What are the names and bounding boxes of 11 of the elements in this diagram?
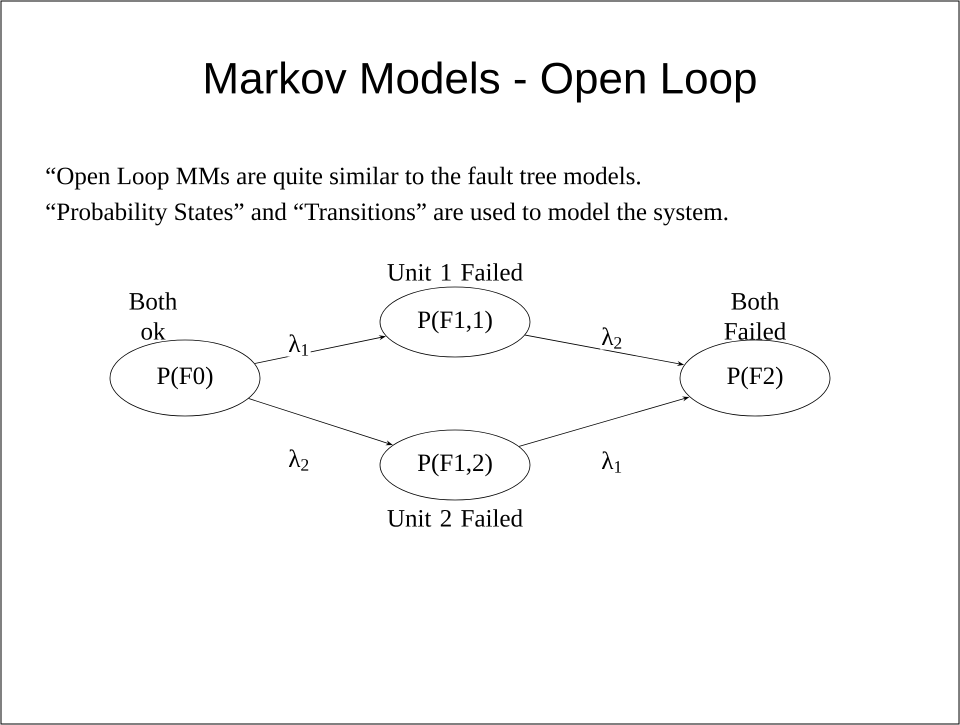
edge-label: λ$_{1}$	[287, 333, 311, 357]
state-label: Unit 1 Failed	[387, 263, 523, 281]
body-text: “Open Loop MMs are quite similar to the fault tree models.	[46, 166, 640, 190]
state-label: Both ok	[129, 292, 177, 340]
state-label: Unit 2 Failed	[387, 509, 523, 527]
edge-label: λ$_{2}$	[600, 326, 624, 350]
edge-label: λ$_{2}$	[287, 448, 311, 472]
edge-label: λ$_{1}$	[600, 450, 624, 474]
title: Markov Models - Open Loop	[206, 62, 756, 102]
body-text: “Probability States” and “Transitions” are used to model the system.	[46, 202, 728, 226]
state-label: Both Failed	[724, 292, 786, 340]
